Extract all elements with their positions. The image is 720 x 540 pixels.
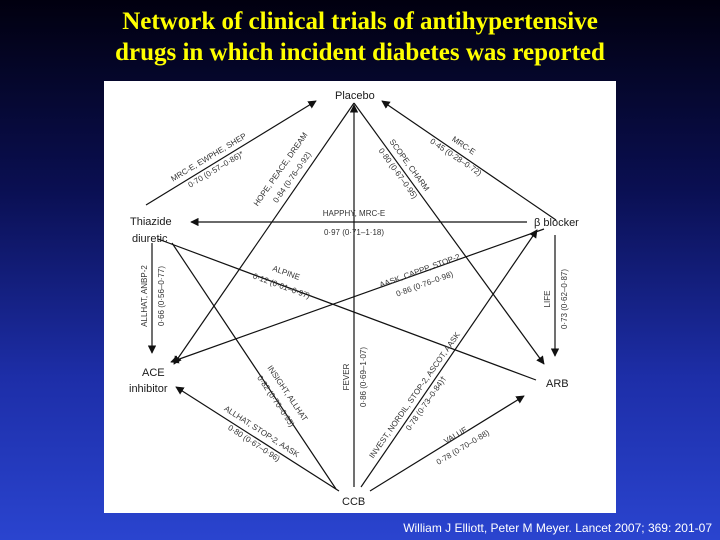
title-line-1: Network of clinical trials of antihypert… [122, 8, 598, 35]
edge-placebo-ccb-estimate: 0·86 (0·69–1·07) [359, 347, 368, 407]
edge-thiazide-placebo-line [145, 100, 317, 206]
edge-thiazide-ccb-line [171, 242, 337, 490]
edge-placebo-ccb-trials: FEVER [342, 363, 351, 390]
node-thiazide-line1: Thiazide [130, 216, 172, 228]
node-ace-line1: ACE [142, 367, 165, 379]
node-thiazide-line2: diuretic [132, 233, 168, 245]
node-ace-line2: inhibitor [129, 383, 168, 395]
edge-beta-thiazide-estimate: 0·97 (0·71–1·18) [324, 228, 384, 237]
edge-thiazide-ace-estimate: 0·66 (0·56–0·77) [157, 266, 166, 326]
edge-arb-placebo-line [353, 102, 545, 365]
edge-ace-placebo-line [173, 102, 355, 365]
edge-beta-ace-line [170, 228, 545, 364]
edge-beta-ccb-line [360, 229, 538, 488]
title-line-2: drugs in which incident diabetes was rep… [115, 39, 605, 66]
node-beta-blocker: β blocker [534, 217, 579, 229]
node-ccb: CCB [342, 496, 365, 508]
edge-beta-arb-trials: LIFE [543, 291, 552, 308]
edge-beta-thiazide-trials: HAPPHY, MRC-E [323, 209, 386, 218]
node-placebo: Placebo [335, 90, 375, 102]
edge-beta-arb-estimate: 0·73 (0·62–0·87) [560, 269, 569, 329]
edge-ccb-arb-line [369, 395, 525, 492]
edge-ccb-ace-line [175, 386, 340, 492]
network-diagram-panel: Placebo Thiazide diuretic β blocker ACE … [104, 81, 616, 513]
citation: William J Elliott, Peter M Meyer. Lancet… [403, 521, 712, 535]
slide-title: Network of clinical trials of antihypert… [0, 6, 720, 68]
node-arb: ARB [546, 378, 569, 390]
edge-thiazide-arb-line [157, 238, 537, 381]
edge-beta-placebo-line [381, 100, 557, 221]
network-diagram: Placebo Thiazide diuretic β blocker ACE … [129, 90, 579, 508]
edge-thiazide-ace-trials: ALLHAT, ANBP-2 [140, 265, 149, 327]
